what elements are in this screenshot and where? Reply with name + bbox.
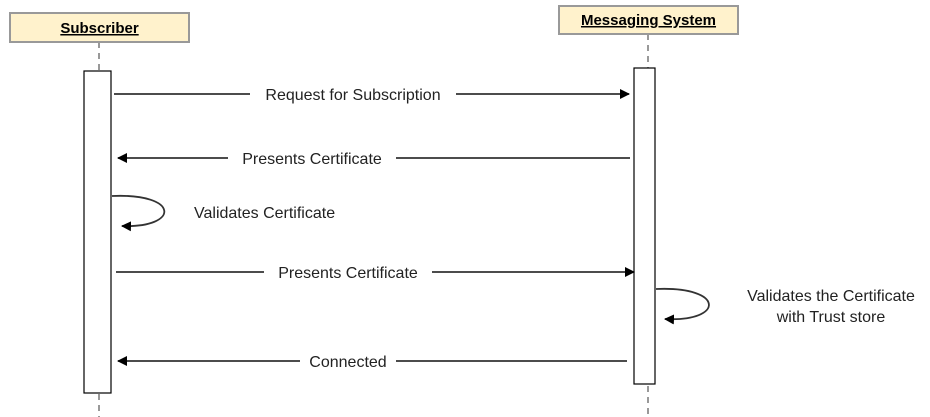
message-label: Presents Certificate xyxy=(278,265,418,282)
self-message-validates-certificate: Validates Certificate xyxy=(111,195,335,232)
message-label: Connected xyxy=(309,354,386,371)
subscriber-activation xyxy=(83,70,112,394)
message-connected: Connected xyxy=(117,351,627,371)
message-label: Validates the Certificate xyxy=(747,288,915,305)
message-request-subscription: Request for Subscription xyxy=(114,84,630,104)
message-presents-certificate-forward: Presents Certificate xyxy=(116,262,635,282)
subscriber-label: Subscriber xyxy=(60,20,139,37)
messaging-system-actor: Messaging System xyxy=(558,5,739,35)
messaging-system-activation xyxy=(633,67,656,385)
self-message-validates-trust-store: Validates the Certificate with Trust sto… xyxy=(655,288,915,326)
message-presents-certificate-return: Presents Certificate xyxy=(117,148,630,168)
message-label: Validates Certificate xyxy=(194,205,335,222)
message-label: Request for Subscription xyxy=(265,87,440,104)
subscriber-actor: Subscriber xyxy=(9,12,190,43)
message-label: with Trust store xyxy=(776,309,886,326)
message-label: Presents Certificate xyxy=(242,151,382,168)
messaging-system-label: Messaging System xyxy=(581,12,716,29)
